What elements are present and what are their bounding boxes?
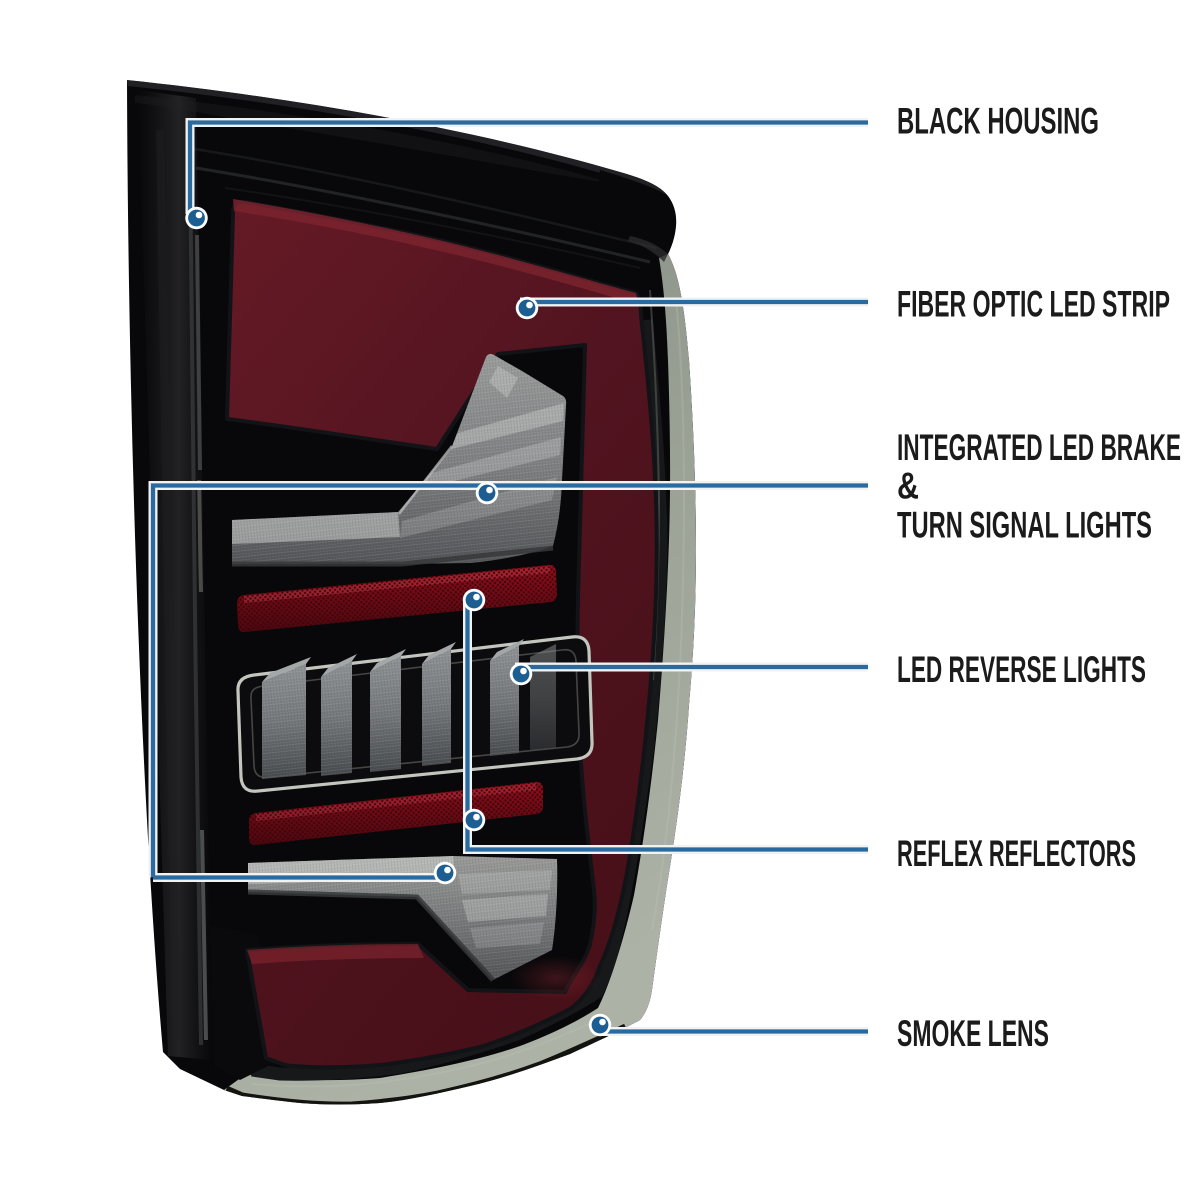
svg-text:INTEGRATED LED BRAKE: INTEGRATED LED BRAKE (897, 426, 1181, 468)
svg-text:FIBER OPTIC LED STRIP: FIBER OPTIC LED STRIP (897, 282, 1170, 324)
svg-text:TURN SIGNAL LIGHTS: TURN SIGNAL LIGHTS (897, 503, 1152, 545)
svg-text:&: & (897, 465, 919, 507)
svg-text:REFLEX REFLECTORS: REFLEX REFLECTORS (897, 832, 1136, 874)
svg-text:LED REVERSE LIGHTS: LED REVERSE LIGHTS (897, 648, 1146, 690)
svg-text:SMOKE LENS: SMOKE LENS (897, 1012, 1049, 1054)
svg-text:BLACK HOUSING: BLACK HOUSING (897, 100, 1099, 142)
